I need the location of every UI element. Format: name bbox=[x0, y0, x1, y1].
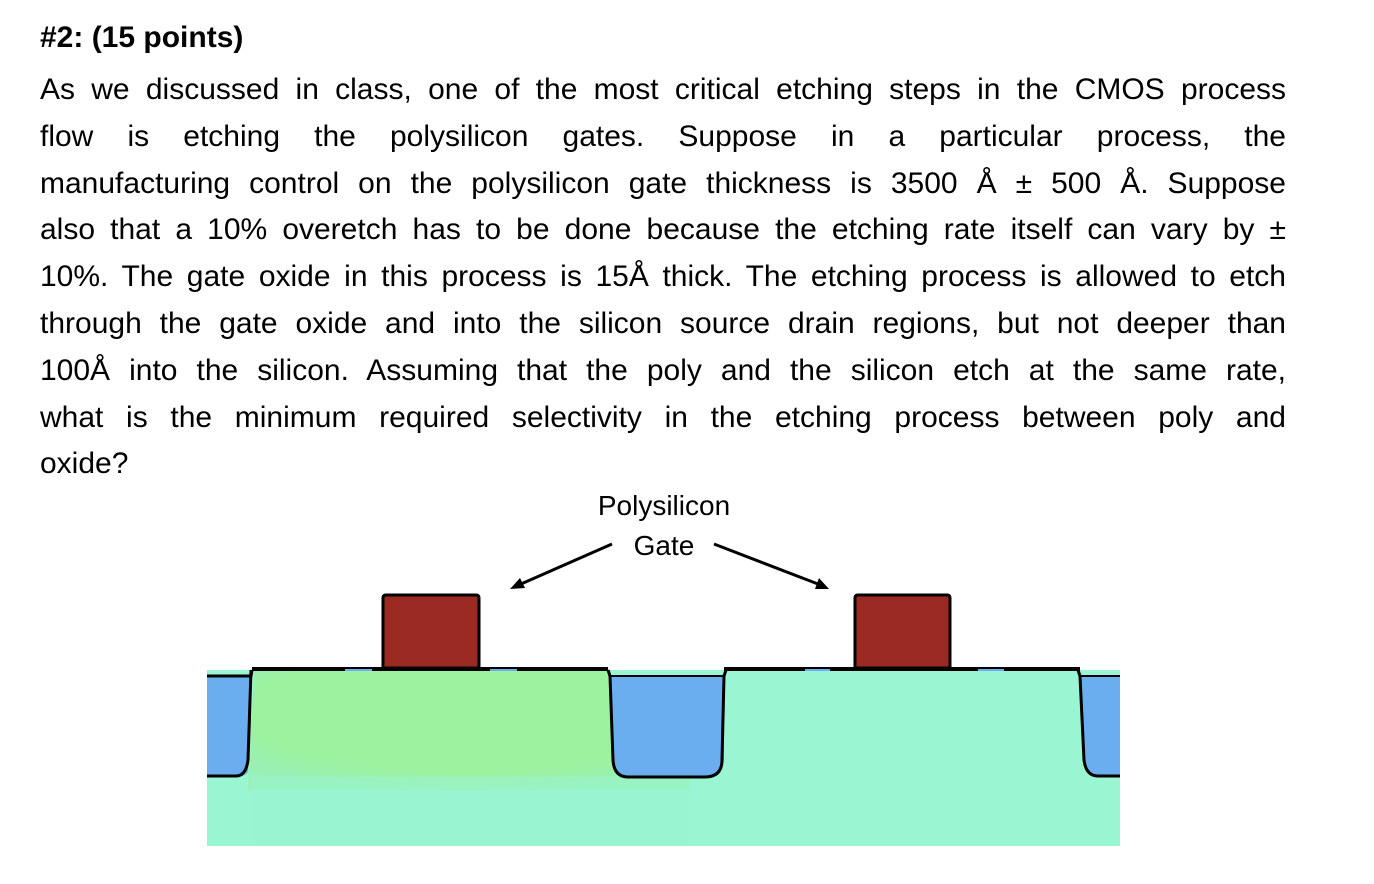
problem-statement: As we discussed in class, one of the mos… bbox=[40, 67, 1286, 488]
label-arrow-right bbox=[713, 542, 819, 586]
cmos-cross-section-figure: Polysilicon Gate bbox=[0, 480, 1374, 884]
problem-line: what is the minimum required selectivity… bbox=[40, 400, 1286, 434]
figure-label-line1: Polysilicon bbox=[597, 490, 731, 521]
trench-outline-middle bbox=[606, 669, 728, 779]
problem-line: flow is etching the polysilicon gates. S… bbox=[40, 119, 1286, 153]
isolation-oxide-left bbox=[207, 676, 251, 776]
trench-outline-right bbox=[1076, 669, 1120, 778]
polysilicon-gate-left bbox=[381, 593, 481, 670]
problem-line: through the gate oxide and into the sili… bbox=[40, 306, 1286, 340]
problem-heading: #2: (15 points) bbox=[40, 21, 244, 54]
problem-line: 100Å into the silicon. Assuming that the… bbox=[40, 353, 1286, 387]
isolation-oxide-middle bbox=[610, 676, 724, 777]
label-arrow-left bbox=[520, 542, 613, 586]
cross-section-drawing bbox=[207, 542, 1120, 846]
arrowhead-right bbox=[815, 578, 829, 589]
polysilicon-gate-right bbox=[853, 593, 952, 670]
active-region-left bbox=[248, 670, 690, 790]
problem-line: As we discussed in class, one of the mos… bbox=[40, 73, 1286, 106]
problem-line: oxide? bbox=[40, 447, 129, 481]
problem-line: 10%. The gate oxide in this process is 1… bbox=[40, 260, 1286, 294]
figure-label-line2: Gate bbox=[633, 530, 695, 561]
problem-line: manufacturing control on the polysilicon… bbox=[40, 166, 1286, 200]
active-region-left-lower bbox=[252, 776, 690, 846]
problem-line: also that a 10% overetch has to be done … bbox=[40, 213, 1286, 247]
isolation-oxide-right bbox=[1080, 676, 1120, 776]
arrowhead-left bbox=[510, 578, 525, 589]
